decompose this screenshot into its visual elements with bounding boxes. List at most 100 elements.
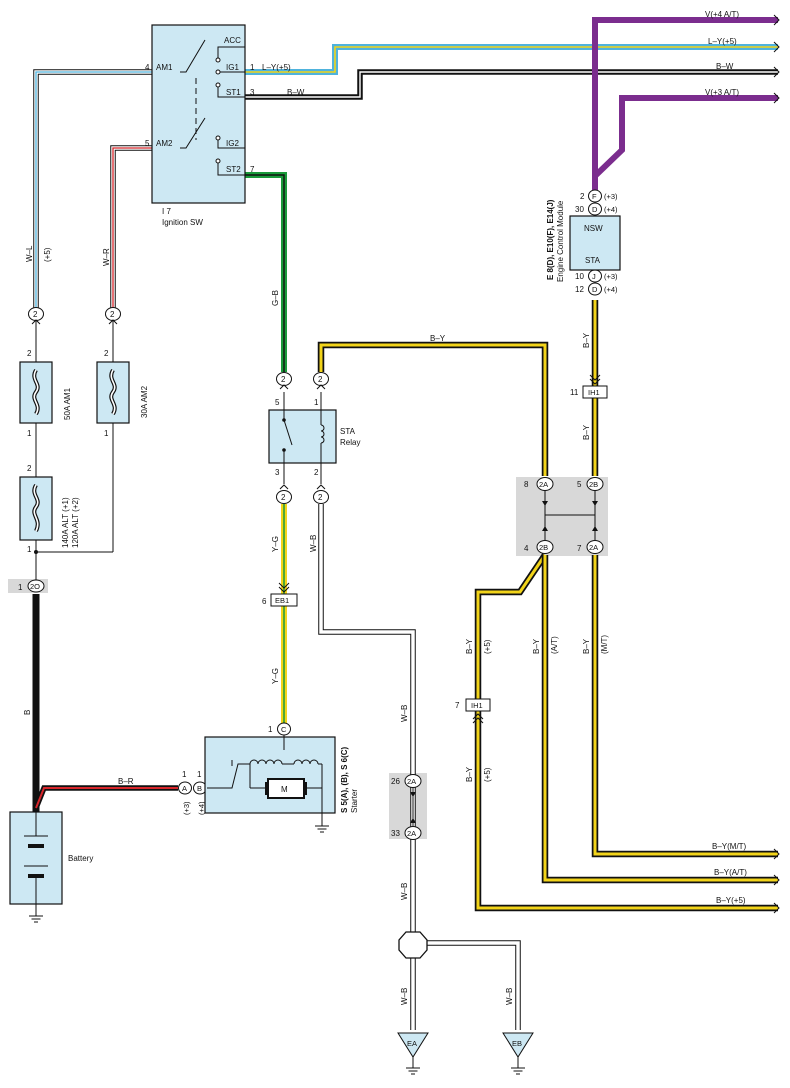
label-br: B–R xyxy=(118,777,134,786)
wire-b-w xyxy=(245,69,778,100)
connector-label: 2O xyxy=(30,582,40,591)
label-yg-lower: Y–G xyxy=(271,668,280,684)
starter-note-a: (+3) xyxy=(182,801,191,815)
label-ly5-top: L–Y(+5) xyxy=(262,63,291,72)
label-wb-ea: W–B xyxy=(400,988,409,1005)
ecm-name: Engine Control Module xyxy=(556,200,565,282)
label-wb-low: W–B xyxy=(400,883,409,900)
connector-label: C xyxy=(281,725,287,734)
wire-b-y-at xyxy=(541,555,778,884)
terminal-st2: ST2 xyxy=(226,165,241,174)
label-wl-note: (+5) xyxy=(43,247,52,262)
ecm-note-f: (+3) xyxy=(604,192,618,201)
wire-b-y-relay xyxy=(317,341,549,476)
terminal-ig1: IG1 xyxy=(226,63,239,72)
label-gb: G–B xyxy=(271,290,280,306)
fuse-alt2-label: 120A ALT (+2) xyxy=(71,497,80,548)
connector-label: 2 xyxy=(33,310,38,319)
fuse-thin-lines xyxy=(34,320,114,580)
pin-am1: 4 xyxy=(145,63,150,72)
fuse-alt: 2 1 140A ALT (+1) 120A ALT (+2) xyxy=(19,464,80,554)
battery: Battery xyxy=(9,811,93,923)
pin: 1 xyxy=(27,545,32,554)
connector-label: 2A xyxy=(589,543,598,552)
connector-label: 2A xyxy=(407,777,416,786)
ignition-switch-code: I 7 xyxy=(162,207,171,216)
pin: 7 xyxy=(455,701,460,710)
ecm-note-d2: (+4) xyxy=(604,285,618,294)
pin: 2 xyxy=(27,349,32,358)
label-by5-b: B–Y xyxy=(465,766,474,782)
connector-label: 2A xyxy=(407,829,416,838)
ecm-sta: STA xyxy=(585,256,601,265)
pin: 6 xyxy=(262,597,267,606)
label-by5-b-note: (+5) xyxy=(483,767,492,782)
connector-label: EB1 xyxy=(275,596,289,605)
label-ly5-right: L–Y(+5) xyxy=(708,37,737,46)
label-wb-eb: W–B xyxy=(505,988,514,1005)
ecm-note-j: (+3) xyxy=(604,272,618,281)
starter: M S 5(A), (B), S 6(C) Starter xyxy=(204,735,359,833)
starter-note-b: (+4) xyxy=(197,801,206,815)
motor-symbol: M xyxy=(281,785,288,794)
pin: 10 xyxy=(575,272,584,281)
wire-b-y-mt xyxy=(591,555,778,858)
wire-violet-3 xyxy=(592,95,778,179)
label-v3: V(+3 A/T) xyxy=(705,88,739,97)
label-by5-a-note: (+5) xyxy=(483,639,492,654)
connector-label: 2B xyxy=(539,543,548,552)
connectors: 2 2 1 2O 2 2 2 2 6 EB1 1 C 1 1 xyxy=(18,189,618,840)
label-bw-top: B–W xyxy=(287,88,305,97)
junction-internal-lines xyxy=(410,490,598,826)
connector-label: 2 xyxy=(318,375,323,384)
pin: 7 xyxy=(577,544,582,553)
terminal-st1: ST1 xyxy=(226,88,241,97)
connector-label: 2 xyxy=(110,310,115,319)
label-by5-a: B–Y xyxy=(465,638,474,654)
label-by-top: B–Y xyxy=(430,334,446,343)
label-out-at: B–Y(A/T) xyxy=(714,868,747,877)
ground-eb: EB xyxy=(502,1032,534,1075)
label-wl: W–L xyxy=(25,245,34,262)
connector-label: 2A xyxy=(539,480,548,489)
terminal-acc: ACC xyxy=(224,36,241,45)
wire-w-r xyxy=(110,145,152,308)
pin-ig1: 1 xyxy=(250,63,255,72)
label-by-mt: B–Y xyxy=(582,638,591,654)
label-by-mt-note: (M/T) xyxy=(600,635,609,654)
wire-g-b xyxy=(245,172,287,372)
wire-b-r xyxy=(33,785,178,810)
terminal-ig2: IG2 xyxy=(226,139,239,148)
connector-label: IH1 xyxy=(471,701,483,710)
label-by-at: B–Y xyxy=(532,638,541,654)
pin: 2 xyxy=(104,349,109,358)
label-wb-relay: W–B xyxy=(309,535,318,552)
label-out-5: B–Y(+5) xyxy=(716,896,746,905)
pin: 1 xyxy=(182,770,187,779)
pin: 1 xyxy=(104,429,109,438)
connector-label: D xyxy=(592,285,598,294)
connector-label: A xyxy=(182,784,187,793)
wire-l-y-5 xyxy=(245,44,778,75)
pin: 1 xyxy=(268,725,273,734)
wire-violet-4 xyxy=(592,17,778,190)
pin: 3 xyxy=(275,468,280,477)
connector-label: 2 xyxy=(281,375,286,384)
pin: 1 xyxy=(314,398,319,407)
connector-label: 2 xyxy=(318,493,323,502)
connector-label: 2B xyxy=(589,480,598,489)
wire-arrow-ends xyxy=(773,14,780,914)
ecm-code: E 8(D), E10(F), E14(J) xyxy=(546,199,555,280)
pin: 33 xyxy=(391,829,400,838)
pin: 4 xyxy=(524,544,529,553)
pin: 2 xyxy=(580,192,585,201)
label-out-mt: B–Y(M/T) xyxy=(712,842,747,851)
connector-label: B xyxy=(197,784,202,793)
pin: 1 xyxy=(18,583,23,592)
ground-splice xyxy=(398,931,428,959)
fuse-am1: 2 1 50A AM1 xyxy=(19,349,72,438)
pin: 1 xyxy=(27,429,32,438)
fuse-am2-label: 30A AM2 xyxy=(140,385,149,418)
pin: 1 xyxy=(197,770,202,779)
